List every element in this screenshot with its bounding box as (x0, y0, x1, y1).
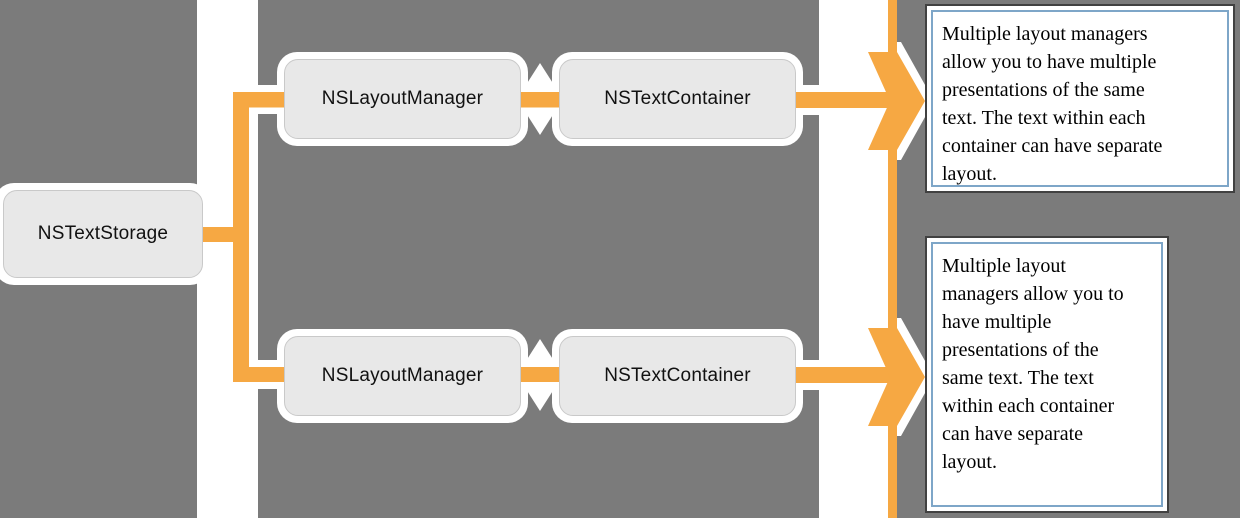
node-nstextstorage: NSTextStorage (3, 190, 203, 278)
arrow-bar-bottom (796, 367, 895, 383)
node-nslayoutmanager-top: NSLayoutManager (284, 59, 521, 139)
node-label: NSTextStorage (37, 223, 169, 244)
arrow-icon-bottom (868, 328, 925, 426)
note-bottom-text: Multiple layout managers allow you to ha… (931, 242, 1163, 507)
arrow-bar-top (796, 92, 895, 108)
arrow-icon-top (868, 52, 925, 150)
node-label: NSTextContainer (604, 88, 751, 109)
note-bottom: Multiple layout managers allow you to ha… (925, 236, 1169, 513)
node-nslayoutmanager-bottom: NSLayoutManager (284, 336, 521, 416)
note-top: Multiple layout managers allow you to ha… (925, 4, 1235, 193)
connector-branch-top (233, 92, 284, 108)
node-nstextcontainer-top: NSTextContainer (559, 59, 796, 139)
connector-trunk (233, 92, 249, 382)
node-label: NSLayoutManager (321, 88, 484, 109)
node-label: NSTextContainer (604, 365, 751, 386)
node-label: NSLayoutManager (321, 365, 484, 386)
note-top-text: Multiple layout managers allow you to ha… (931, 10, 1229, 187)
connector-link-top (521, 92, 559, 108)
connector-branch-bottom (233, 367, 284, 382)
node-nstextcontainer-bottom: NSTextContainer (559, 336, 796, 416)
vertical-line (888, 0, 897, 518)
connector-link-bottom (521, 367, 559, 382)
